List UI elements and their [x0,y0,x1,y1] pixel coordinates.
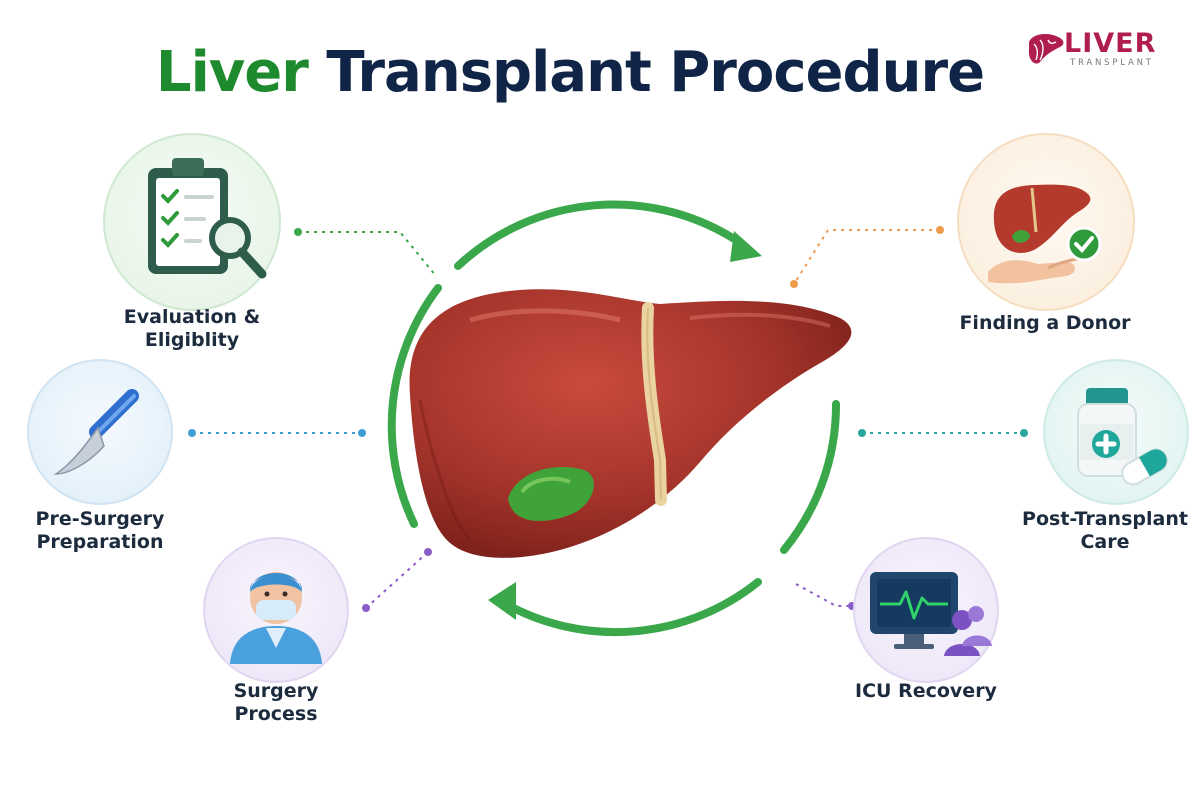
cycle-arrow-top [454,200,746,270]
title-word-liver: Liver [155,40,309,105]
step-surgery-icon-circle [203,537,349,683]
step-label-donor-line1: Finding a Donor [959,312,1131,334]
liver-illustration [409,289,852,558]
clipboard-magnifier-icon [148,158,267,279]
cycle-arrows [387,200,841,637]
logo-subtitle: TRANSPLANT [1070,58,1154,68]
step-pre-surgery-icon-circle [27,359,173,505]
page-title: Liver Transplant Procedure [0,40,1140,105]
step-label-evaluation-line1: Evaluation & [123,306,261,328]
arrowhead-top [730,231,762,262]
donor-liver-hand-icon [988,184,1102,284]
step-post-care-icon-circle [1043,359,1189,505]
step-evaluation-icon-circle [103,133,281,311]
title-word-rest: Transplant Procedure [326,40,985,105]
step-label-post-care-line2: Care [1080,531,1130,553]
cycle-arrow-left [387,284,442,528]
connector-evaluation [298,231,437,277]
arrowhead-bottom [488,582,516,620]
step-label-evaluation: Evaluation & Eligiblity [92,306,292,352]
step-label-post-care-line1: Post-Transplant [1022,508,1188,530]
step-label-surgery-line2: Process [234,703,318,725]
step-label-pre-surgery: Pre-Surgery Preparation [0,508,200,554]
step-label-evaluation-line2: Eligiblity [144,329,240,351]
step-icu-icon-circle [853,537,999,683]
icu-monitor-icon [870,572,992,656]
cycle-arrow-bottom [500,578,762,637]
step-label-icu-line1: ICU Recovery [855,680,997,702]
connector-dots [188,226,1028,612]
connector-icu [795,583,852,607]
step-label-pre-surgery-line1: Pre-Surgery [35,508,165,530]
logo-word: LIVER [1064,28,1157,59]
surgeon-icon [230,572,322,664]
medicine-bottle-icon [1077,388,1168,486]
step-label-donor: Finding a Donor [930,312,1160,335]
step-label-surgery: Surgery Process [176,680,376,726]
connector-donor [793,229,940,285]
connector-surgery [365,551,429,609]
connectors [192,229,1024,609]
scalpel-icon [53,389,139,475]
step-label-pre-surgery-line2: Preparation [36,531,164,553]
step-label-post-care: Post-Transplant Care [1010,508,1200,554]
step-donor-icon-circle [957,133,1135,311]
liver-logo-icon [1029,34,1064,64]
step-label-icu: ICU Recovery [826,680,1026,703]
cycle-arrow-right [780,400,841,554]
step-label-surgery-line1: Surgery [233,680,319,702]
brand-logo: LIVER TRANSPLANT [1026,28,1166,70]
